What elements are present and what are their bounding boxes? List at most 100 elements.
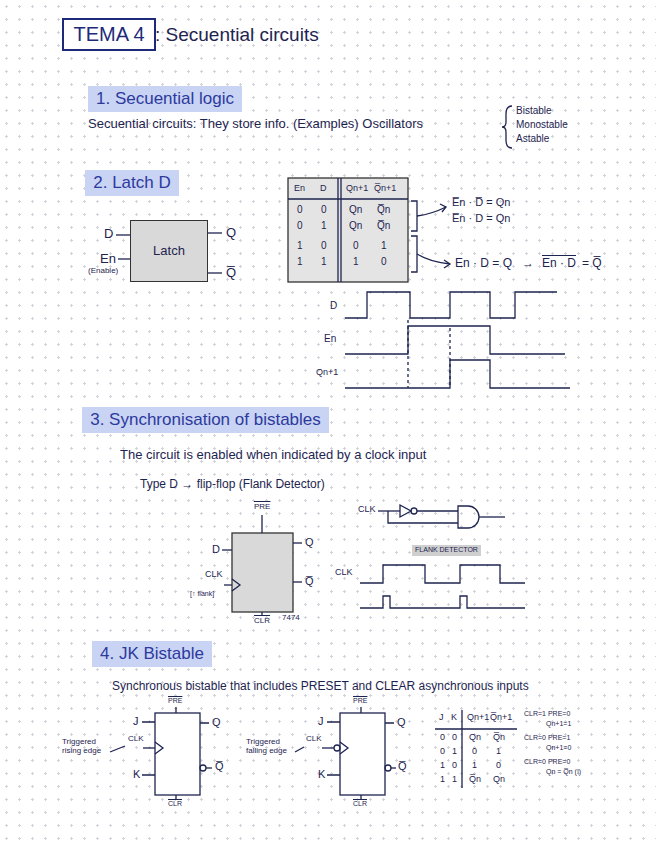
table-cell: Qn xyxy=(349,204,362,215)
signal-name: D xyxy=(330,300,337,311)
pin-name: CLR xyxy=(254,617,270,626)
pin-name: D xyxy=(212,543,220,555)
pin-wire xyxy=(142,722,209,775)
table-cell: K xyxy=(451,713,457,723)
pin-name: CLR xyxy=(353,800,367,808)
pin-wire xyxy=(222,549,232,550)
pin-note: [↑ flank] xyxy=(190,590,214,598)
pin-wire xyxy=(208,232,222,233)
inverter-bubble xyxy=(411,508,417,514)
section-heading: 2. Latch D xyxy=(85,170,179,196)
clock-wire xyxy=(378,510,400,511)
flank-detector-tag: FLANK DETECTOR xyxy=(412,545,481,556)
table-cell: D xyxy=(320,184,327,194)
table-rule xyxy=(338,178,341,282)
pin-name: K xyxy=(133,768,140,780)
table-cell: 1 xyxy=(496,747,501,757)
equation: E̅n · D̅ = Qn xyxy=(452,196,510,208)
part-number: 7474 xyxy=(282,614,300,623)
equation: En · D xyxy=(542,257,576,270)
table-cell: 0 xyxy=(297,220,303,231)
note-text: Secuential circuits: They store info. (E… xyxy=(88,117,423,131)
title-text: TEMA 4 xyxy=(73,23,144,46)
table-cell: 0 xyxy=(321,240,327,251)
table-cell: 0 xyxy=(297,204,303,215)
table-cell: 0 xyxy=(440,747,445,757)
table-cell: 0 xyxy=(452,733,457,743)
heading-text: 3. Synchronisation of bistables xyxy=(90,410,321,430)
jk-box xyxy=(340,713,385,795)
table-cell: 1 xyxy=(353,256,359,267)
pin-name: Q xyxy=(226,226,236,240)
pulse-waveform xyxy=(360,596,525,608)
pin-wire xyxy=(391,767,396,768)
pin-name: CLR xyxy=(168,800,182,808)
latch-box: Latch xyxy=(130,220,208,282)
pin-name: Q̅ xyxy=(215,760,224,772)
clock-waveform xyxy=(360,565,525,583)
clock-triangle xyxy=(340,742,348,754)
q-waveform xyxy=(345,360,570,388)
dashed-guide xyxy=(408,320,450,388)
pin-name: Q̅ xyxy=(398,760,407,772)
note-text: Triggered falling edge xyxy=(246,738,292,756)
pin-wire xyxy=(322,747,334,748)
table-cell: Qn+1 xyxy=(467,713,489,723)
tag-text: FLANK DETECTOR xyxy=(415,546,478,554)
leader-line xyxy=(295,747,304,752)
en-waveform xyxy=(345,326,565,354)
pin-wire xyxy=(293,542,302,543)
heading-text: 4. JK Bistable xyxy=(100,644,204,664)
list-item: Monostable xyxy=(516,119,568,130)
pin-name: PRE xyxy=(254,503,270,512)
heading-text: 2. Latch D xyxy=(93,173,171,193)
truth-table-frame xyxy=(288,178,408,282)
pin-name: PRE xyxy=(168,697,182,705)
note-text: Qn+1=1 xyxy=(546,720,571,728)
table-cell: 0 xyxy=(496,761,501,771)
pin-name: J xyxy=(133,715,139,727)
equation: = Q̅ xyxy=(582,257,602,270)
d-waveform xyxy=(345,292,557,318)
table-cell: 1 xyxy=(297,256,303,267)
table-rule xyxy=(288,198,408,199)
leader-line xyxy=(110,746,125,752)
table-cell: Q̅n xyxy=(493,733,505,743)
list-item: Astable xyxy=(516,133,549,144)
flip-flop-box xyxy=(232,533,293,612)
note-text: Type D → flip-flop (Flank Detector) xyxy=(140,478,325,491)
pin-wire xyxy=(327,722,394,775)
table-cell: 0 xyxy=(381,256,387,267)
table-cell: 1 xyxy=(452,747,457,757)
note-text: CLR=1 PRE=0 xyxy=(524,710,570,718)
table-rule xyxy=(435,710,517,788)
inverter-bubble xyxy=(200,765,206,771)
arrow-line xyxy=(417,254,450,264)
pin-wire xyxy=(116,234,130,235)
pin-name: Q̅ xyxy=(226,266,236,280)
arrow-head xyxy=(444,260,450,268)
signal-name: En xyxy=(324,333,336,344)
title-box: TEMA 4 xyxy=(62,18,156,51)
note-text: Synchronous bistable that includes PRESE… xyxy=(112,680,529,693)
note-text: CLR=0 PRE=0 xyxy=(524,758,570,766)
section-heading: 1. Secuential logic xyxy=(88,86,242,112)
equation: En · D = Q xyxy=(455,257,512,270)
inverter-bubble xyxy=(385,765,391,771)
bracket xyxy=(411,201,417,231)
jk-box xyxy=(155,713,200,795)
signal-name: CLK xyxy=(358,505,376,515)
table-cell: 0 xyxy=(353,240,359,251)
pin-name: PRE xyxy=(353,697,367,705)
table-cell: Q̅n xyxy=(469,775,481,785)
table-cell: Qn xyxy=(349,220,362,231)
note-text: Qn+1=0 xyxy=(546,744,571,752)
list-item: Bistable xyxy=(516,105,552,116)
pin-wire xyxy=(208,272,222,273)
gate-wire xyxy=(388,511,458,523)
table-cell: 1 xyxy=(472,761,477,771)
pin-name: D xyxy=(104,227,113,241)
note-text: CLR=0 PRE=1 xyxy=(524,734,570,742)
heading-text: 1. Secuential logic xyxy=(96,89,234,109)
pin-wire xyxy=(360,707,361,799)
